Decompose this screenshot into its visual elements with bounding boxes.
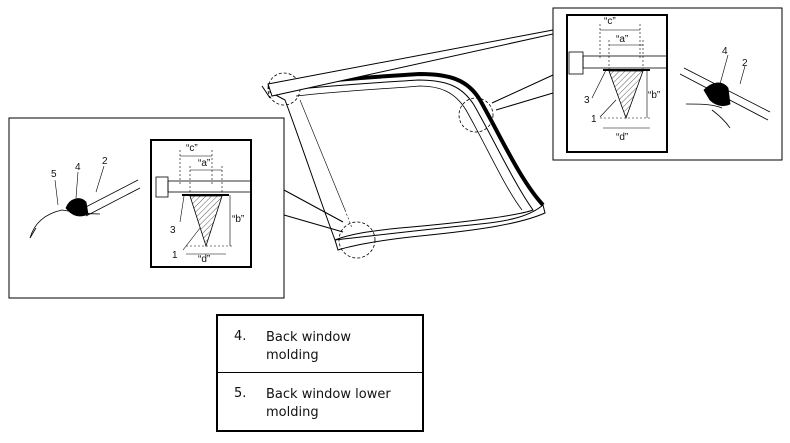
- back-window-glass: [261, 71, 546, 259]
- part-label-2-left: 2: [102, 156, 108, 167]
- right-molding-sketch: [679, 54, 771, 129]
- legend-row: 4. Back window molding: [218, 316, 422, 373]
- left-detail-callout: “c” “a” “b” “d” 3 1 5 4 2: [8, 117, 344, 299]
- dim-label-d: “d”: [616, 132, 628, 143]
- legend-row: 5. Back window lower molding: [218, 373, 422, 430]
- part-label-5-left: 5: [51, 169, 57, 180]
- part-label-4-right: 4: [722, 46, 728, 57]
- parts-legend-table: 4. Back window molding 5. Back window lo…: [216, 314, 424, 432]
- left-molding-sketch: [29, 165, 141, 239]
- part-label-1-left: 1: [172, 250, 178, 261]
- part-label-4-left: 4: [75, 162, 81, 173]
- detail-circle-right: [458, 97, 494, 133]
- dim-label-a-left: “a”: [198, 158, 210, 169]
- part-label-3: 3: [584, 95, 590, 106]
- legend-item-number: 5.: [234, 386, 247, 401]
- dim-label-c-left: “c”: [186, 143, 198, 154]
- part-label-2-right: 2: [742, 58, 748, 69]
- detail-circle-bottom-left: [338, 221, 376, 259]
- legend-item-text: Back window lower molding: [266, 386, 416, 422]
- legend-item-number: 4.: [234, 329, 247, 344]
- legend-item-line1: Back window: [266, 330, 352, 345]
- dim-label-b-left: “b”: [232, 214, 244, 225]
- dim-label-b: “b”: [648, 90, 660, 101]
- sealant-bead: [608, 70, 644, 120]
- dim-label-c: “c”: [604, 16, 616, 27]
- legend-item-line1: Back window lower: [266, 387, 391, 402]
- legend-item-text: Back window molding: [266, 329, 416, 365]
- legend-item-line2: molding: [266, 405, 319, 420]
- right-detail-callout: “c” “a” “b” “d” 3 1 4 2: [267, 7, 783, 161]
- dim-label-a: “a”: [616, 34, 628, 45]
- part-label-1: 1: [591, 114, 597, 125]
- dim-label-d-left: “d”: [198, 254, 210, 265]
- sealant-bead-left: [189, 195, 223, 248]
- part-label-3-left: 3: [170, 225, 176, 236]
- legend-item-line2: molding: [266, 348, 319, 363]
